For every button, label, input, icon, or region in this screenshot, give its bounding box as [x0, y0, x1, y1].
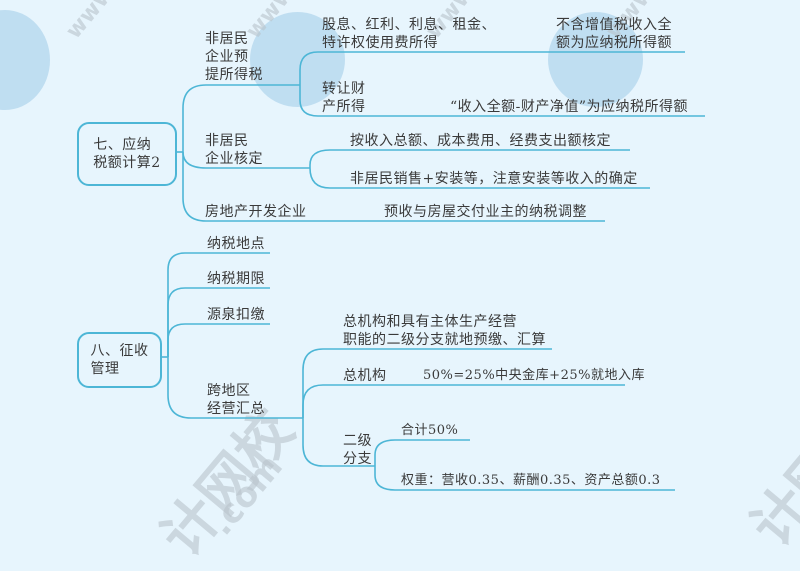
- branch-source-withholding[interactable]: 源泉扣缴: [207, 307, 265, 323]
- branch-nonresident-assessment[interactable]: 非居民 企业核定: [205, 133, 263, 167]
- leaf-total-50[interactable]: 合计50%: [401, 423, 459, 438]
- root-node-tax-calculation[interactable]: 七、应纳 税额计算2: [77, 122, 177, 186]
- leaf-weights[interactable]: 权重：营收0.35、薪酬0.35、资产总额0.3: [401, 473, 661, 488]
- note-presale-adjustment: 预收与房屋交付业主的纳税调整: [384, 204, 587, 220]
- watermark-logo-right: [548, 12, 643, 107]
- branch-cross-region[interactable]: 跨地区 经营汇总: [207, 383, 265, 417]
- note-income-minus-net-value: “收入全额-财产净值”为应纳税所得额: [450, 99, 689, 115]
- leaf-assess-by-income[interactable]: 按收入总额、成本费用、经费支出额核定: [350, 133, 611, 149]
- branch-tax-location[interactable]: 纳税地点: [207, 236, 265, 252]
- root-node-collection-management[interactable]: 八、征收 管理: [77, 332, 162, 388]
- leaf-head-office[interactable]: 总机构: [343, 368, 387, 384]
- leaf-head-office-prepay[interactable]: 总机构和具有主体生产经营 职能的二级分支就地预缴、汇算: [343, 314, 546, 348]
- branch-tax-period[interactable]: 纳税期限: [207, 271, 265, 287]
- note-taxable-income-full: 不含增值税收入全 额为应纳税所得额: [556, 17, 672, 51]
- branch-real-estate[interactable]: 房地产开发企业: [205, 204, 307, 220]
- leaf-sales-installation[interactable]: 非居民销售+安装等，注意安装等收入的确定: [350, 171, 638, 187]
- connector-lines: [158, 51, 705, 491]
- branch-secondary-branch[interactable]: 二级 分支: [343, 433, 372, 467]
- leaf-property-transfer[interactable]: 转让财 产所得: [322, 81, 366, 115]
- watermark-logo-center: [250, 12, 345, 107]
- leaf-dividends-interest[interactable]: 股息、红利、利息、租金、 特许权使用费所得: [322, 17, 496, 51]
- branch-nonresident-withholding[interactable]: 非居民 企业预 提所得税: [205, 31, 263, 83]
- note-head-office-split: 50%=25%中央金库+25%就地入库: [423, 368, 645, 383]
